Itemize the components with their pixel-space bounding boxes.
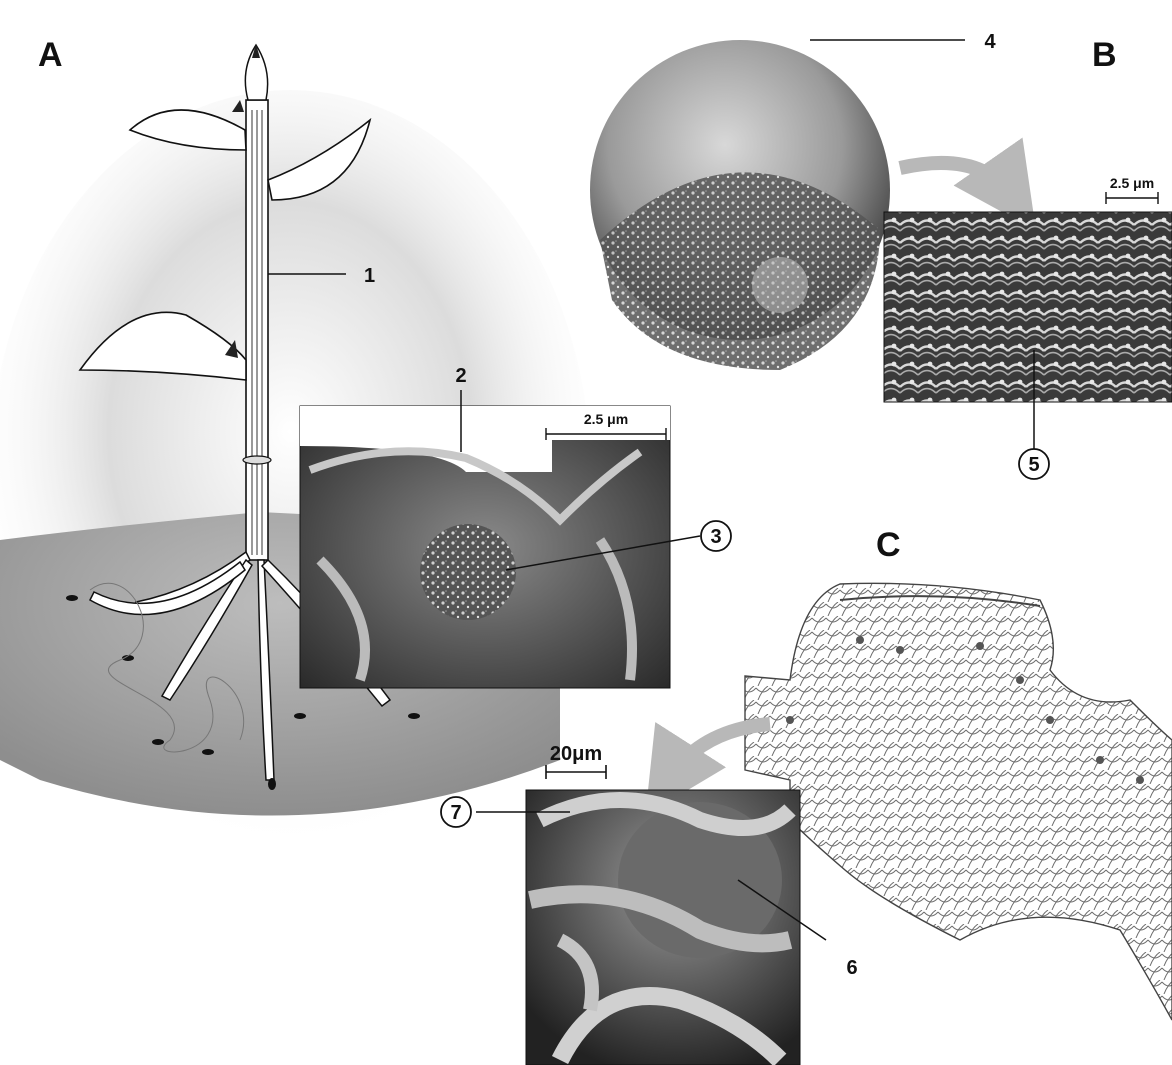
mycelial-mat-drawing xyxy=(745,583,1172,1020)
zoom-arrow-b xyxy=(900,163,1012,196)
scale-label-a: 2.5 μm xyxy=(584,411,628,427)
label-5: 5 xyxy=(1028,454,1039,476)
scale-label-b: 2.5 μm xyxy=(1110,175,1154,191)
label-7-circled: 7 xyxy=(441,797,471,827)
scale-label-c: 20μm xyxy=(550,743,602,765)
label-5-circled: 5 xyxy=(1019,449,1049,479)
sem-inset-b xyxy=(884,212,1172,402)
label-4: 4 xyxy=(984,31,996,53)
label-1: 1 xyxy=(364,265,375,287)
panel-letter-a: A xyxy=(38,36,63,74)
label-2: 2 xyxy=(455,365,466,387)
sem-inset-a xyxy=(300,406,670,688)
panel-letter-c: C xyxy=(876,526,901,564)
sem-inset-c xyxy=(526,790,800,1065)
label-3: 3 xyxy=(710,526,721,548)
panel-a xyxy=(0,44,670,850)
panel-b xyxy=(590,40,1172,402)
stem-cross-section xyxy=(243,456,271,464)
panel-letter-b: B xyxy=(1092,36,1117,74)
scale-bar-b xyxy=(1106,192,1158,204)
label-6: 6 xyxy=(846,957,857,979)
label-3-circled: 3 xyxy=(701,521,731,551)
label-7: 7 xyxy=(450,802,461,824)
scale-bar-c xyxy=(546,765,606,779)
arbuscule-structure xyxy=(420,524,516,620)
